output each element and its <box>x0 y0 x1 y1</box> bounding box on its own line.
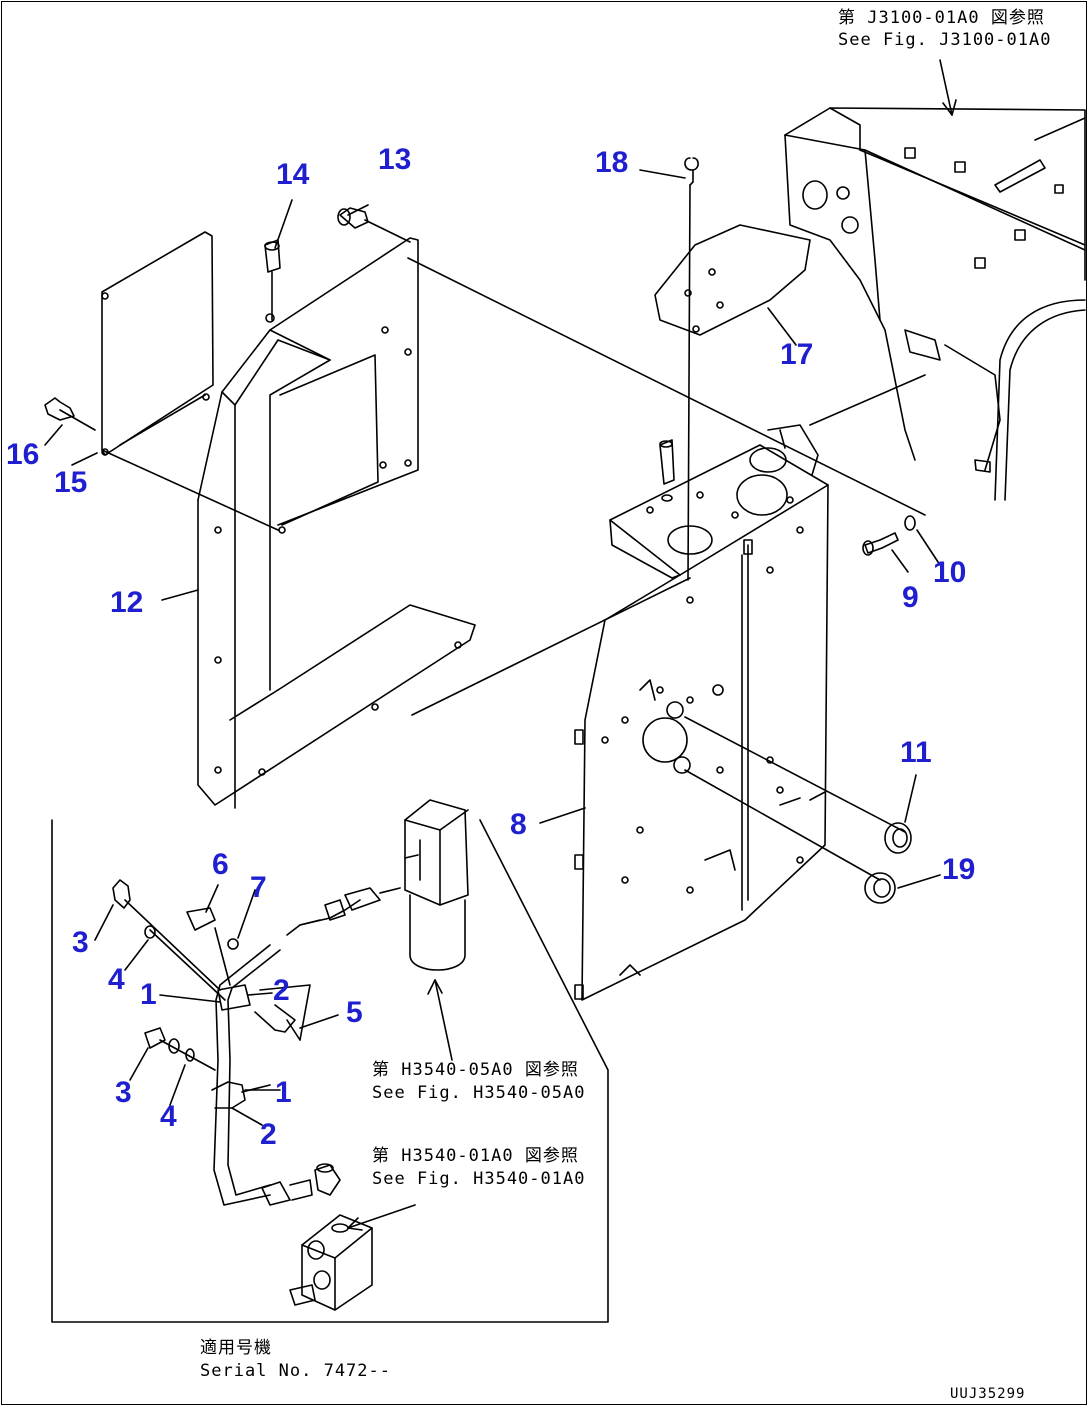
callout-5: 5 <box>346 996 363 1029</box>
drawing-id: UUJ35299 <box>950 1386 1026 1402</box>
valve-ref-jp: 第 H3540-01A0 図参照 <box>372 1146 579 1166</box>
valve-block <box>289 1214 373 1311</box>
callout-7: 7 <box>250 871 267 904</box>
serial-label-jp: 適用号機 <box>200 1338 272 1358</box>
callout-11: 11 <box>900 736 932 769</box>
callout-2a: 2 <box>273 974 290 1007</box>
callout-13: 13 <box>378 143 412 176</box>
filter-ref-en: See Fig. H3540-05A0 <box>372 1083 586 1103</box>
callout-12: 12 <box>110 586 144 619</box>
rod-18 <box>684 157 699 581</box>
case-8 <box>574 424 829 1001</box>
callout-3a: 3 <box>72 926 89 959</box>
frame-ref-jp: 第 J3100-01A0 図参照 <box>838 8 1045 28</box>
inset-piping <box>112 879 401 1206</box>
inset-border <box>51 819 609 1323</box>
frame-assembly <box>784 107 1086 501</box>
valve-ref-en: See Fig. H3540-01A0 <box>372 1169 586 1189</box>
cover-12 <box>197 237 476 809</box>
plate-15 <box>44 231 279 531</box>
callout-6: 6 <box>212 848 229 881</box>
frame-ref-en: See Fig. J3100-01A0 <box>838 30 1052 50</box>
callout-9: 9 <box>902 581 919 614</box>
callout-8: 8 <box>510 808 527 841</box>
callout-4a: 4 <box>108 963 125 996</box>
callout-4b: 4 <box>160 1100 177 1133</box>
serial-label-en: Serial No. 7472-- <box>200 1361 391 1381</box>
filter-ref-jp: 第 H3540-05A0 図参照 <box>372 1060 579 1080</box>
callout-10: 10 <box>933 556 967 589</box>
plate-17 <box>654 224 811 336</box>
callout-18: 18 <box>595 146 629 179</box>
callout-16: 16 <box>6 438 40 471</box>
plugs <box>864 822 912 904</box>
callout-19: 19 <box>942 853 976 886</box>
callout-1a: 1 <box>140 978 157 1011</box>
callout-2b: 2 <box>260 1118 277 1151</box>
callout-1b: 1 <box>275 1076 292 1109</box>
filter-assembly <box>404 799 469 971</box>
callout-14: 14 <box>276 158 310 191</box>
callout-15: 15 <box>54 466 88 499</box>
callout-17: 17 <box>780 338 814 371</box>
callout-3b: 3 <box>115 1076 132 1109</box>
